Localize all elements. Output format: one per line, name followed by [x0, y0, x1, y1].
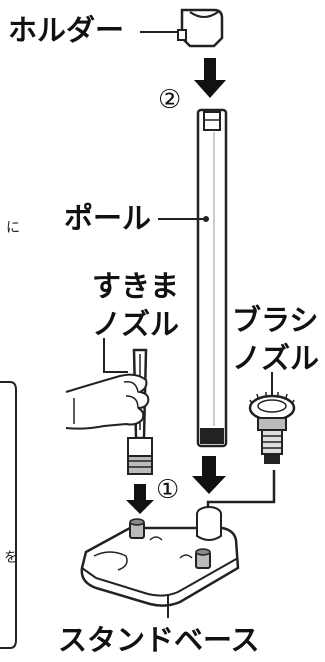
hand-illustration	[65, 373, 150, 430]
brush-label-line2: ノズル	[232, 341, 319, 375]
pole-label: ポール	[64, 201, 151, 235]
crevice-down-arrow-icon	[126, 484, 154, 514]
step-2-marker: ②	[158, 85, 181, 115]
step-2-arrow-icon	[194, 58, 226, 98]
crevice-label-line1: すきま	[92, 269, 179, 303]
base-label: スタンドベース	[58, 623, 260, 657]
brush-label-line1: ブラシ	[232, 303, 318, 337]
step-1-arrow-icon	[192, 456, 226, 494]
pole-leader-dot	[203, 216, 209, 222]
crevice-leader-line	[103, 338, 128, 373]
step-1-marker: ①	[156, 475, 179, 505]
stand-base-part	[80, 506, 240, 607]
brush-nozzle-part	[248, 392, 296, 464]
holder-part	[177, 8, 224, 48]
crevice-label-line2: ノズル	[92, 307, 179, 341]
pole-part	[196, 108, 228, 448]
holder-label: ホルダー	[8, 13, 124, 47]
cut-text-left: に	[6, 220, 20, 236]
sidebar-box-edge	[0, 381, 17, 649]
cut-text-right: を	[4, 550, 18, 566]
